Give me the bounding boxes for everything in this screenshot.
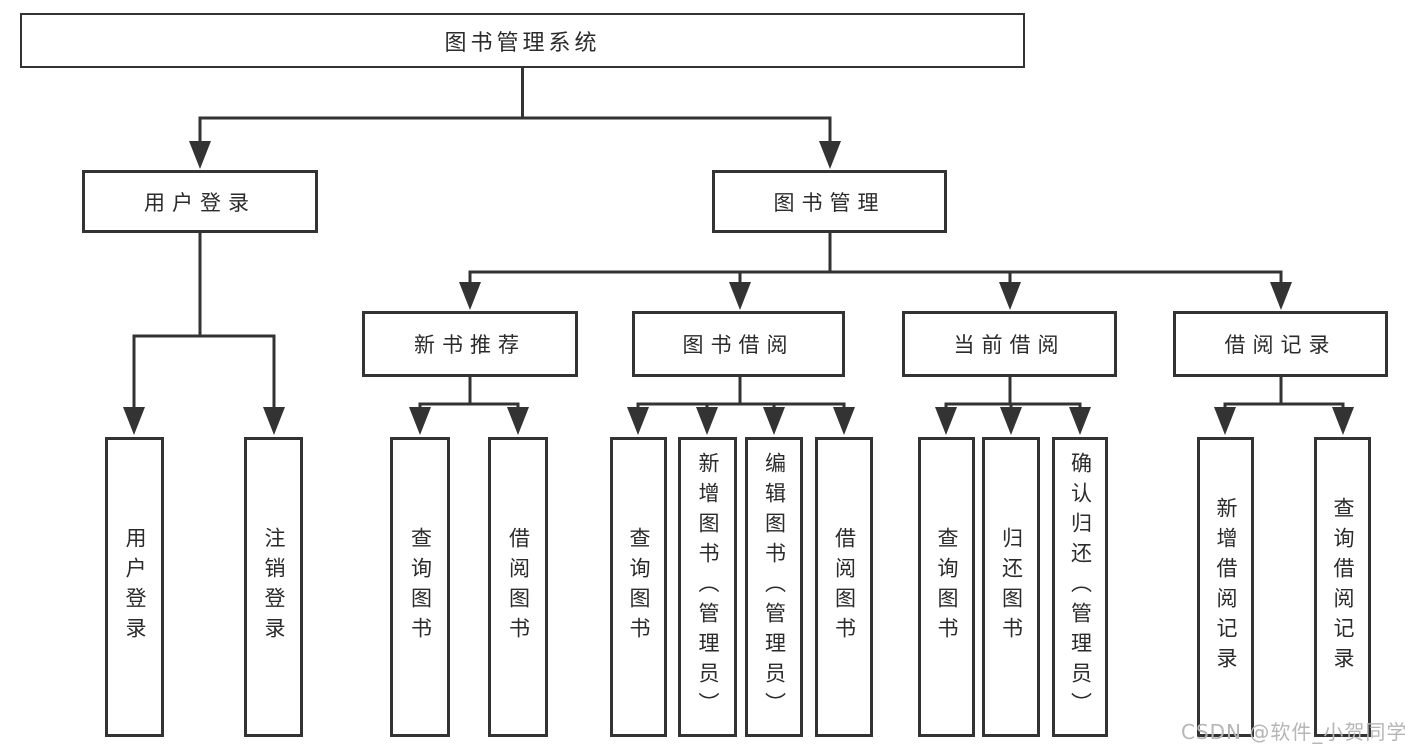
node-label: 当前借阅 — [953, 333, 1066, 357]
node-label: 注销登录 — [262, 527, 287, 647]
node-label: 图书管理 — [773, 190, 886, 215]
node-label: 编辑图书（管理员） — [762, 452, 787, 722]
node-current-borrowing: 当前借阅 — [902, 311, 1117, 377]
arrowhead-icon — [833, 407, 855, 435]
node-label: 借阅记录 — [1224, 333, 1337, 357]
arrowhead-icon — [627, 407, 649, 435]
node-label: 新书推荐 — [414, 333, 526, 357]
leaf-logout: 注销登录 — [244, 437, 303, 737]
node-book-management: 图书管理 — [712, 170, 947, 233]
arrowhead-icon — [123, 407, 145, 435]
arrowhead-icon — [999, 282, 1021, 310]
leaf-return-book: 归还图书 — [982, 437, 1040, 737]
leaf-borrow-books-recommend: 借阅图书 — [488, 437, 548, 737]
arrowhead-icon — [729, 282, 751, 310]
leaf-query-books-current: 查询图书 — [918, 437, 975, 737]
leaf-user-login: 用户登录 — [105, 437, 164, 737]
arrowhead-icon — [459, 282, 481, 310]
arrowhead-icon — [409, 407, 431, 435]
arrowhead-icon — [1332, 407, 1354, 435]
node-user-login: 用户登录 — [82, 170, 318, 233]
leaf-query-borrow-record: 查询借阅记录 — [1314, 437, 1371, 737]
leaf-borrow-books-borrowing: 借阅图书 — [815, 437, 873, 737]
node-label: 查询图书 — [935, 527, 960, 647]
csdn-watermark: CSDN @软件_小贺同学 — [1181, 720, 1405, 744]
arrowhead-icon — [507, 407, 529, 435]
node-label: 借阅图书 — [832, 527, 857, 647]
arrowhead-icon — [819, 141, 841, 169]
leaf-add-book-admin: 新增图书（管理员） — [678, 437, 737, 737]
arrowhead-icon — [935, 407, 957, 435]
node-label: 查询图书 — [627, 527, 652, 647]
node-label: 图书借阅 — [682, 333, 795, 357]
leaf-add-borrow-record: 新增借阅记录 — [1197, 437, 1254, 737]
leaf-query-books-borrowing: 查询图书 — [610, 437, 667, 737]
node-new-book-recommendation: 新书推荐 — [362, 311, 578, 377]
node-label: 确认归还（管理员） — [1068, 452, 1093, 722]
leaf-confirm-return-admin: 确认归还（管理员） — [1052, 437, 1108, 737]
arrowhead-icon — [1270, 282, 1292, 310]
node-label: 新增图书（管理员） — [696, 452, 721, 722]
node-label: 查询图书 — [408, 527, 433, 647]
node-label: 图书管理系统 — [444, 30, 601, 56]
arrowhead-icon — [763, 407, 785, 435]
arrowhead-icon — [1214, 407, 1236, 435]
arrowhead-icon — [696, 407, 718, 435]
arrowhead-icon — [263, 407, 285, 435]
node-label: 新增借阅记录 — [1214, 497, 1239, 677]
node-library-management-system: 图书管理系统 — [20, 13, 1025, 68]
node-borrowing-records: 借阅记录 — [1173, 311, 1388, 377]
arrowhead-icon — [189, 141, 211, 169]
leaf-query-books-recommend: 查询图书 — [390, 437, 450, 737]
arrowhead-icon — [1000, 407, 1022, 435]
leaf-edit-book-admin: 编辑图书（管理员） — [745, 437, 803, 737]
node-book-borrowing: 图书借阅 — [632, 311, 845, 377]
node-label: 借阅图书 — [506, 527, 531, 647]
node-label: 用户登录 — [144, 190, 256, 215]
node-label: 归还图书 — [999, 527, 1024, 647]
node-label: 用户登录 — [123, 527, 148, 647]
node-label: 查询借阅记录 — [1331, 497, 1356, 677]
arrowhead-icon — [1069, 407, 1091, 435]
